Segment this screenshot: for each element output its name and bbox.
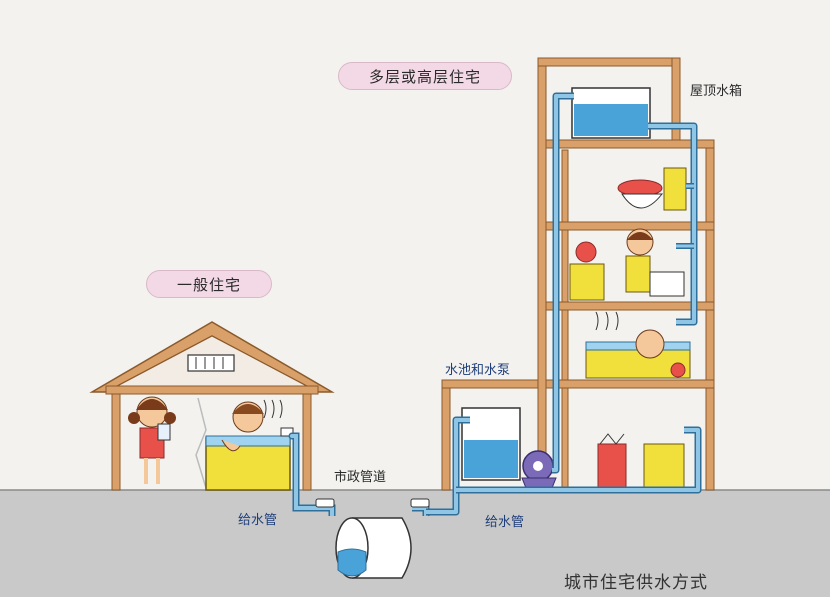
roof-tank-label: 屋顶水箱 <box>690 84 743 99</box>
toilet-icon <box>617 167 687 211</box>
laundry-icon <box>597 433 685 489</box>
valve-icon <box>315 498 335 508</box>
supply-pipe-label-left: 给水管 <box>238 513 278 528</box>
vent-icon <box>187 354 235 372</box>
kitchen-sink-icon <box>569 228 685 301</box>
small-house <box>89 321 335 512</box>
valve-icon <box>410 498 430 508</box>
bathtub-icon <box>205 399 294 491</box>
faucet-icon <box>280 427 294 437</box>
diagram-caption: 城市住宅供水方式 <box>564 573 708 593</box>
water-pump-icon <box>521 450 557 489</box>
shower-bath-icon <box>585 311 691 379</box>
girl-drinking-icon <box>128 396 176 484</box>
municipal-main-pipe <box>315 498 430 579</box>
supply-pipe-label-right: 给水管 <box>485 515 525 530</box>
tall-building <box>426 57 715 516</box>
house-section-title: 一般住宅 <box>146 270 272 298</box>
pool-pump-label: 水池和水泵 <box>445 363 511 378</box>
tower-section-title: 多层或高层住宅 <box>338 62 512 90</box>
municipal-pipe-label: 市政管道 <box>334 470 387 485</box>
